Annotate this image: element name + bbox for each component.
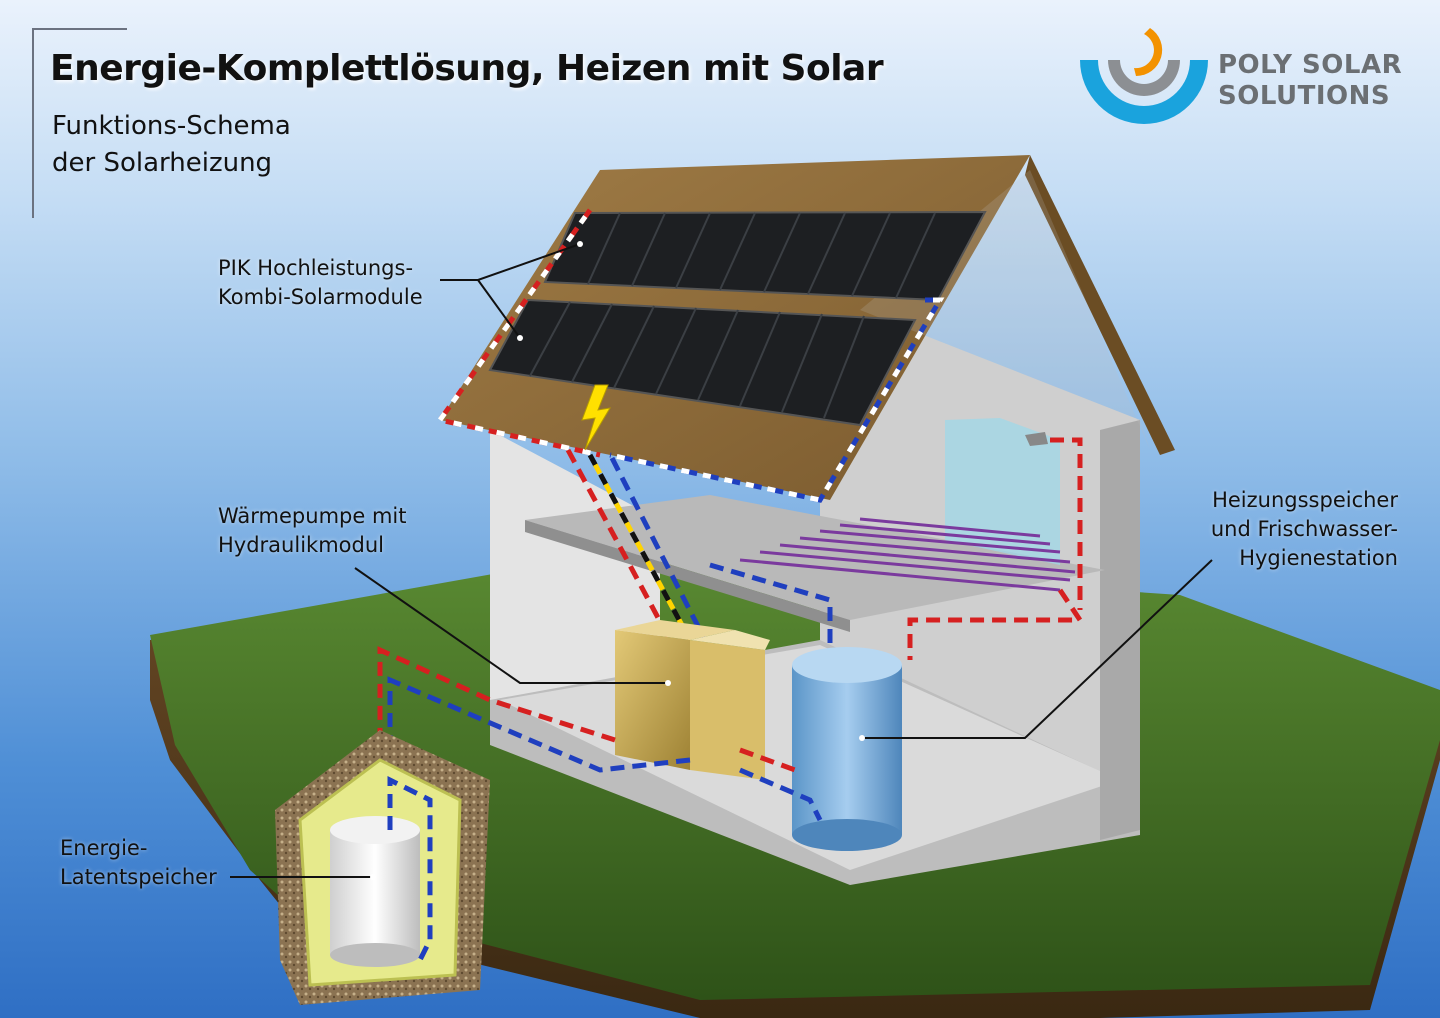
pipe-heating-hot xyxy=(907,588,1085,660)
pipe-riser-power-yellow xyxy=(587,453,693,642)
heat-pump-module-top xyxy=(690,630,770,650)
page-title: Energie-Komplettlösung, Heizen mit Solar xyxy=(50,48,884,89)
logo-blue-arc xyxy=(1080,60,1208,124)
pipe-roof-hot-white xyxy=(435,208,601,458)
label-storage: Heizungsspeicher und Frischwasser- Hygie… xyxy=(1211,486,1398,573)
tank-body xyxy=(792,665,902,835)
tank-bottom xyxy=(792,819,902,851)
pipe-heating-cold xyxy=(709,562,833,660)
shower-head xyxy=(1025,432,1048,446)
page-subtitle: Funktions-Schema der Solarheizung xyxy=(52,108,291,182)
leader-heat-pump xyxy=(354,567,668,684)
roof-pipes xyxy=(435,208,945,503)
riser-pipes xyxy=(565,448,708,642)
heat-pump xyxy=(615,620,770,780)
leader-lines xyxy=(230,241,1213,880)
label-heat-pump: Wärmepumpe mit Hydraulikmodul xyxy=(218,502,406,560)
pipe-latent-loop xyxy=(387,775,433,962)
label-solar-line-1: PIK Hochleistungs- xyxy=(218,256,414,280)
pipe-riser-hot xyxy=(565,448,673,642)
pipe-tank-link-hot xyxy=(739,747,796,773)
pipe-tank-link-cold xyxy=(739,767,823,822)
pipe-shower xyxy=(1050,437,1083,610)
logo-orange-arc xyxy=(1134,28,1163,77)
label-heat-pump-line-2: Hydraulikmodul xyxy=(218,533,384,557)
label-storage-line-3: Hygienestation xyxy=(1239,546,1398,570)
solar-cell-grid xyxy=(529,212,936,419)
logo-line-2: SOLUTIONS xyxy=(1218,81,1391,111)
underfloor-heating xyxy=(739,517,1076,592)
label-storage-line-1: Heizungsspeicher xyxy=(1212,488,1398,512)
pipe-riser-cold xyxy=(609,456,708,642)
logo-wordmark: POLY SOLAR SOLUTIONS xyxy=(1218,50,1402,112)
label-solar-modules: PIK Hochleistungs- Kombi-Solarmodule xyxy=(218,254,423,312)
latent-cylinder xyxy=(330,830,420,955)
label-storage-line-2: und Frischwasser- xyxy=(1210,517,1398,541)
heat-pump-top xyxy=(615,620,735,640)
label-solar-line-2: Kombi-Solarmodule xyxy=(218,285,423,309)
pipe-roof-cold xyxy=(609,297,945,503)
subtitle-line-1: Funktions-Schema xyxy=(52,111,291,141)
label-latent-storage: Energie- Latentspeicher xyxy=(60,834,217,892)
roof-right-slope xyxy=(1025,155,1175,455)
tank-top xyxy=(792,647,902,683)
logo-gray-arc xyxy=(1108,60,1180,96)
heat-pump-front xyxy=(615,630,690,770)
poly-solar-logo xyxy=(1080,28,1208,124)
latent-cylinder-bottom xyxy=(330,943,420,967)
pipe-ground-cold xyxy=(387,676,691,830)
leader-solar xyxy=(440,243,581,339)
latent-storage xyxy=(275,730,490,1005)
subtitle-line-2: der Solarheizung xyxy=(52,148,273,178)
leader-storage xyxy=(862,559,1213,739)
solar-module-lower xyxy=(488,298,917,427)
label-heat-pump-line-1: Wärmepumpe mit xyxy=(218,504,407,528)
label-latent-line-2: Latentspeicher xyxy=(60,865,217,889)
heat-pump-module xyxy=(690,640,765,780)
house-right-wall xyxy=(1100,420,1140,840)
logo-line-1: POLY SOLAR xyxy=(1218,50,1403,80)
label-latent-line-1: Energie- xyxy=(60,836,148,860)
frame-corner-horizontal xyxy=(32,28,127,30)
upper-floor-edge xyxy=(525,520,850,632)
frame-corner-vertical xyxy=(32,28,34,218)
roof-gable xyxy=(860,170,1150,450)
lightning-icon xyxy=(581,384,611,451)
heating-storage-tank xyxy=(792,647,902,851)
latent-cylinder-top xyxy=(330,816,420,844)
heating-pipes xyxy=(709,437,1085,660)
